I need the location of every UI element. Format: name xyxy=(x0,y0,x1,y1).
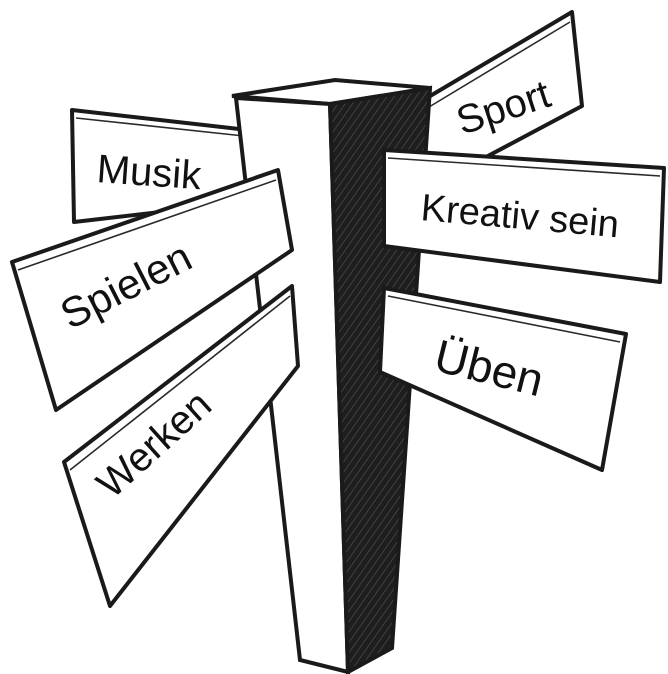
sign-musik-label: Musik xyxy=(95,147,203,198)
sign-kreativ: Kreativ sein xyxy=(384,150,664,282)
sign-ueben: Üben xyxy=(380,288,626,470)
